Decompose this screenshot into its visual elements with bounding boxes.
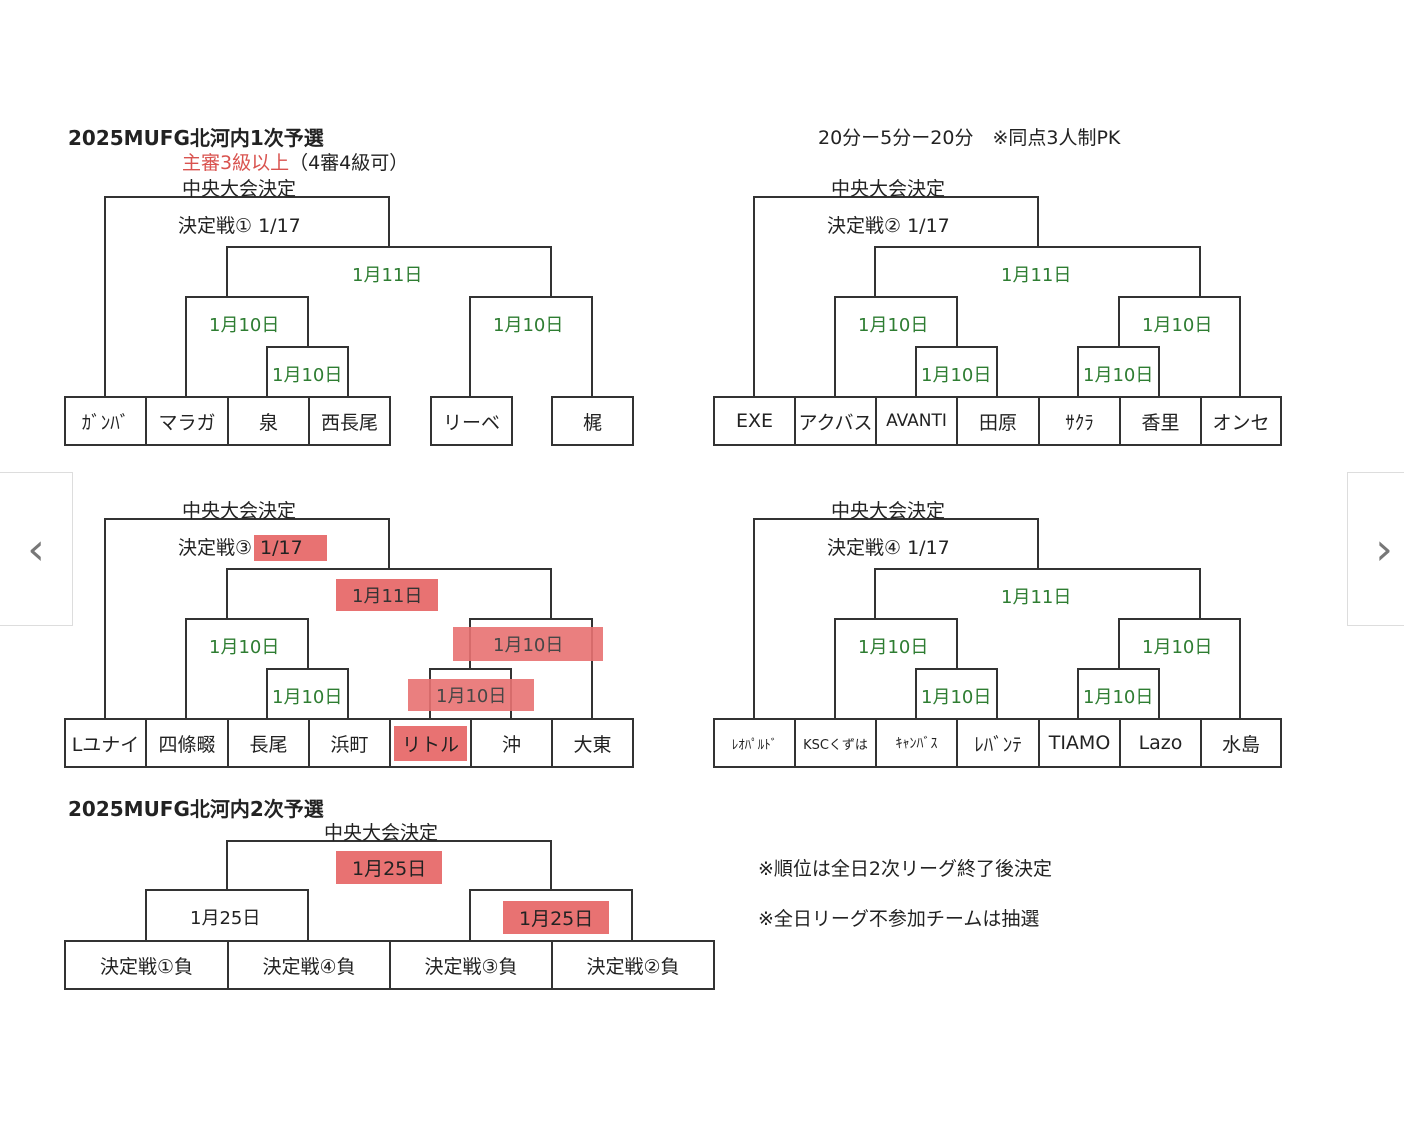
team-box: KSCくずは: [794, 718, 877, 768]
team-box: TIAMO: [1038, 718, 1121, 768]
round-date: 1月25日: [190, 908, 261, 929]
central-label: 中央大会決定: [182, 178, 297, 200]
round-date: 1月10日: [921, 365, 992, 386]
chevron-right-icon: ›: [1375, 523, 1393, 575]
stage2-title: 2025MUFG北河内2次予選: [68, 797, 324, 821]
team-box: オンセ: [1200, 396, 1282, 446]
central-label: 中央大会決定: [831, 178, 946, 200]
round-date: 1月10日: [209, 637, 280, 658]
round-date: 1月11日: [352, 265, 423, 286]
round-date-highlighted: 1月25日: [503, 901, 610, 934]
stage1-title: 2025MUFG北河内1次予選: [68, 126, 324, 150]
round-date: 1月10日: [272, 365, 343, 386]
team-box: 決定戦②負: [551, 940, 715, 990]
round-date-highlighted: 1月25日: [336, 851, 443, 884]
team-box: 沖: [470, 718, 553, 768]
note: ※全日リーグ不参加チームは抽選: [758, 908, 1040, 930]
central-label: 中央大会決定: [324, 822, 439, 844]
team-box: アクバス: [794, 396, 877, 446]
team-box: 泉: [227, 396, 310, 446]
round-date-highlighted: 1月10日: [408, 679, 535, 711]
referee-requirement: 主審3級以上: [182, 152, 290, 174]
team-box: 西長尾: [308, 396, 391, 446]
team-box: 決定戦③負: [389, 940, 553, 990]
team-box: 浜町: [308, 718, 391, 768]
team-box: ﾚｵﾊﾟﾙﾄﾞ: [713, 718, 796, 768]
final-label: 決定戦④ 1/17: [827, 537, 950, 559]
team-box: ﾚﾊﾞﾝﾃ: [956, 718, 1040, 768]
match-rules: 20分ー5分ー20分 ※同点3人制PK: [818, 127, 1121, 149]
final-label: 決定戦② 1/17: [827, 215, 950, 237]
round-date: 1月10日: [272, 687, 343, 708]
team-box-highlighted: リトル: [389, 718, 472, 768]
round-date: 1月10日: [858, 315, 929, 336]
team-box: 梶: [551, 396, 634, 446]
team-name-highlighted: リトル: [393, 725, 467, 761]
team-box: ｻｸﾗ: [1038, 396, 1121, 446]
team-box: 四條畷: [145, 718, 229, 768]
team-box: リーベ: [430, 396, 513, 446]
previous-image-button[interactable]: ‹: [0, 472, 73, 626]
final-label: 決定戦③: [178, 537, 253, 559]
central-label: 中央大会決定: [831, 500, 946, 522]
team-box: ｷｬﾝﾊﾞｽ: [875, 718, 958, 768]
round-date: 1月10日: [858, 637, 929, 658]
team-box: 香里: [1119, 396, 1202, 446]
round-date: 1月11日: [1001, 265, 1072, 286]
round-date: 1月10日: [1083, 365, 1154, 386]
team-box: Lazo: [1119, 718, 1202, 768]
round-date: 1月10日: [1142, 315, 1213, 336]
team-box: 決定戦④負: [227, 940, 391, 990]
team-box: 決定戦①負: [64, 940, 229, 990]
note: ※順位は全日2次リーグ終了後決定: [758, 858, 1053, 880]
round-date-highlighted: 1月11日: [336, 579, 439, 611]
round-date: 1月10日: [921, 687, 992, 708]
team-box: 水島: [1200, 718, 1282, 768]
round-date: 1月10日: [493, 315, 564, 336]
team-box: ｶﾞﾝﾊﾞ: [64, 396, 147, 446]
final-date-highlighted: 1/17: [254, 535, 327, 561]
team-box: Lユナイ: [64, 718, 147, 768]
team-box: EXE: [713, 396, 796, 446]
round-date-highlighted: 1月10日: [453, 627, 604, 661]
referee-note: （4審4級可）: [289, 152, 409, 174]
team-box: 長尾: [227, 718, 310, 768]
round-date: 1月10日: [209, 315, 280, 336]
team-box: AVANTI: [875, 396, 958, 446]
chevron-left-icon: ‹: [27, 523, 45, 575]
team-box: 大東: [551, 718, 634, 768]
next-image-button[interactable]: ›: [1347, 472, 1404, 626]
round-date: 1月11日: [1001, 587, 1072, 608]
round-date: 1月10日: [1142, 637, 1213, 658]
round-date: 1月10日: [1083, 687, 1154, 708]
team-box: マラガ: [145, 396, 229, 446]
final-label: 決定戦① 1/17: [178, 215, 301, 237]
central-label: 中央大会決定: [182, 500, 297, 522]
team-box: 田原: [956, 396, 1040, 446]
